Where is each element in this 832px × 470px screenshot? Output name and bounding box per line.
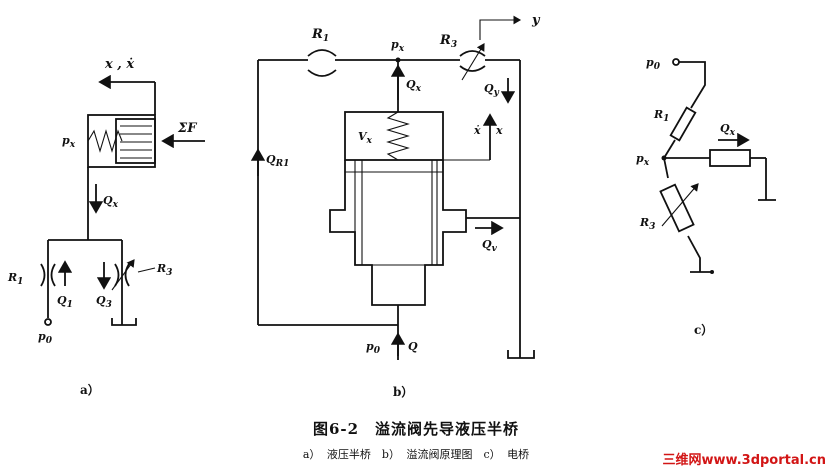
label-qx-b: Qx xyxy=(406,78,422,94)
resistor-qx-icon xyxy=(709,149,751,167)
label-q-b: Q xyxy=(408,340,418,353)
label-px-c: px xyxy=(636,152,650,168)
orifice-r3-icon-b xyxy=(459,50,486,57)
label-p0-b: p0 xyxy=(366,340,381,356)
label-r1-b: R1 xyxy=(311,27,329,44)
label-p0: p0 xyxy=(38,330,53,346)
tank-icon-b xyxy=(507,350,535,359)
spring-icon-b xyxy=(386,111,410,161)
panel-b-relief-valve-schematic: R1 QR1 px Qx R3 y Qy Vx ẋ x xyxy=(250,13,541,399)
valve-body xyxy=(329,160,467,306)
label-q1: Q1 xyxy=(57,294,73,310)
label-qy: Qy xyxy=(484,82,500,98)
label-x-xdot: x , ẋ xyxy=(104,57,134,72)
label-r1-c: R1 xyxy=(653,108,669,124)
watermark: 三维网www.3dportal.cn xyxy=(662,453,826,468)
label-r1: R1 xyxy=(7,271,23,287)
orifice-r1-icon xyxy=(40,263,46,287)
spring-icon xyxy=(87,129,123,153)
label-xdot-b: ẋ xyxy=(473,124,481,137)
label-vx: Vx xyxy=(358,130,373,146)
label-qx-c: Qx xyxy=(720,122,736,138)
resistor-r3-icon xyxy=(659,183,695,233)
panel-c-label: c） xyxy=(694,322,713,337)
panel-c-electrical-bridge: p0 R1 px Qx R3 c） xyxy=(636,56,776,337)
label-px: px xyxy=(62,134,76,150)
label-qx: Qx xyxy=(103,194,119,210)
label-r3-c: R3 xyxy=(639,216,655,232)
label-sigma-f: ΣF xyxy=(177,121,197,136)
spring-chamber xyxy=(344,111,444,161)
resistor-r1-icon xyxy=(669,106,697,142)
panel-a-label: a） xyxy=(80,382,100,397)
label-qr1: QR1 xyxy=(266,153,289,169)
orifice-r1-icon-b xyxy=(307,49,337,57)
label-x-b: x xyxy=(495,124,503,137)
p0-terminal xyxy=(44,318,52,326)
tank-icon xyxy=(111,318,137,326)
figure-caption-subtitle: a） 液压半桥 b） 溢流阀原理图 c） 电桥 xyxy=(302,448,530,461)
p0-terminal-c xyxy=(672,58,680,66)
label-p0-c: p0 xyxy=(646,56,661,72)
panel-b-label: b） xyxy=(393,384,413,399)
label-r3-b: R3 xyxy=(439,33,457,50)
label-y: y xyxy=(531,13,541,28)
panel-a-hydraulic-half-bridge: x , ẋ px ΣF Qx R1 Q1 p0 xyxy=(7,57,205,397)
piston xyxy=(115,118,156,164)
label-px-b: px xyxy=(391,38,405,54)
figure-caption-title: 图6-2 溢流阀先导液压半桥 xyxy=(312,420,520,438)
label-q3: Q3 xyxy=(96,294,112,310)
label-qv: Qv xyxy=(482,238,498,254)
label-r3: R3 xyxy=(156,262,172,278)
